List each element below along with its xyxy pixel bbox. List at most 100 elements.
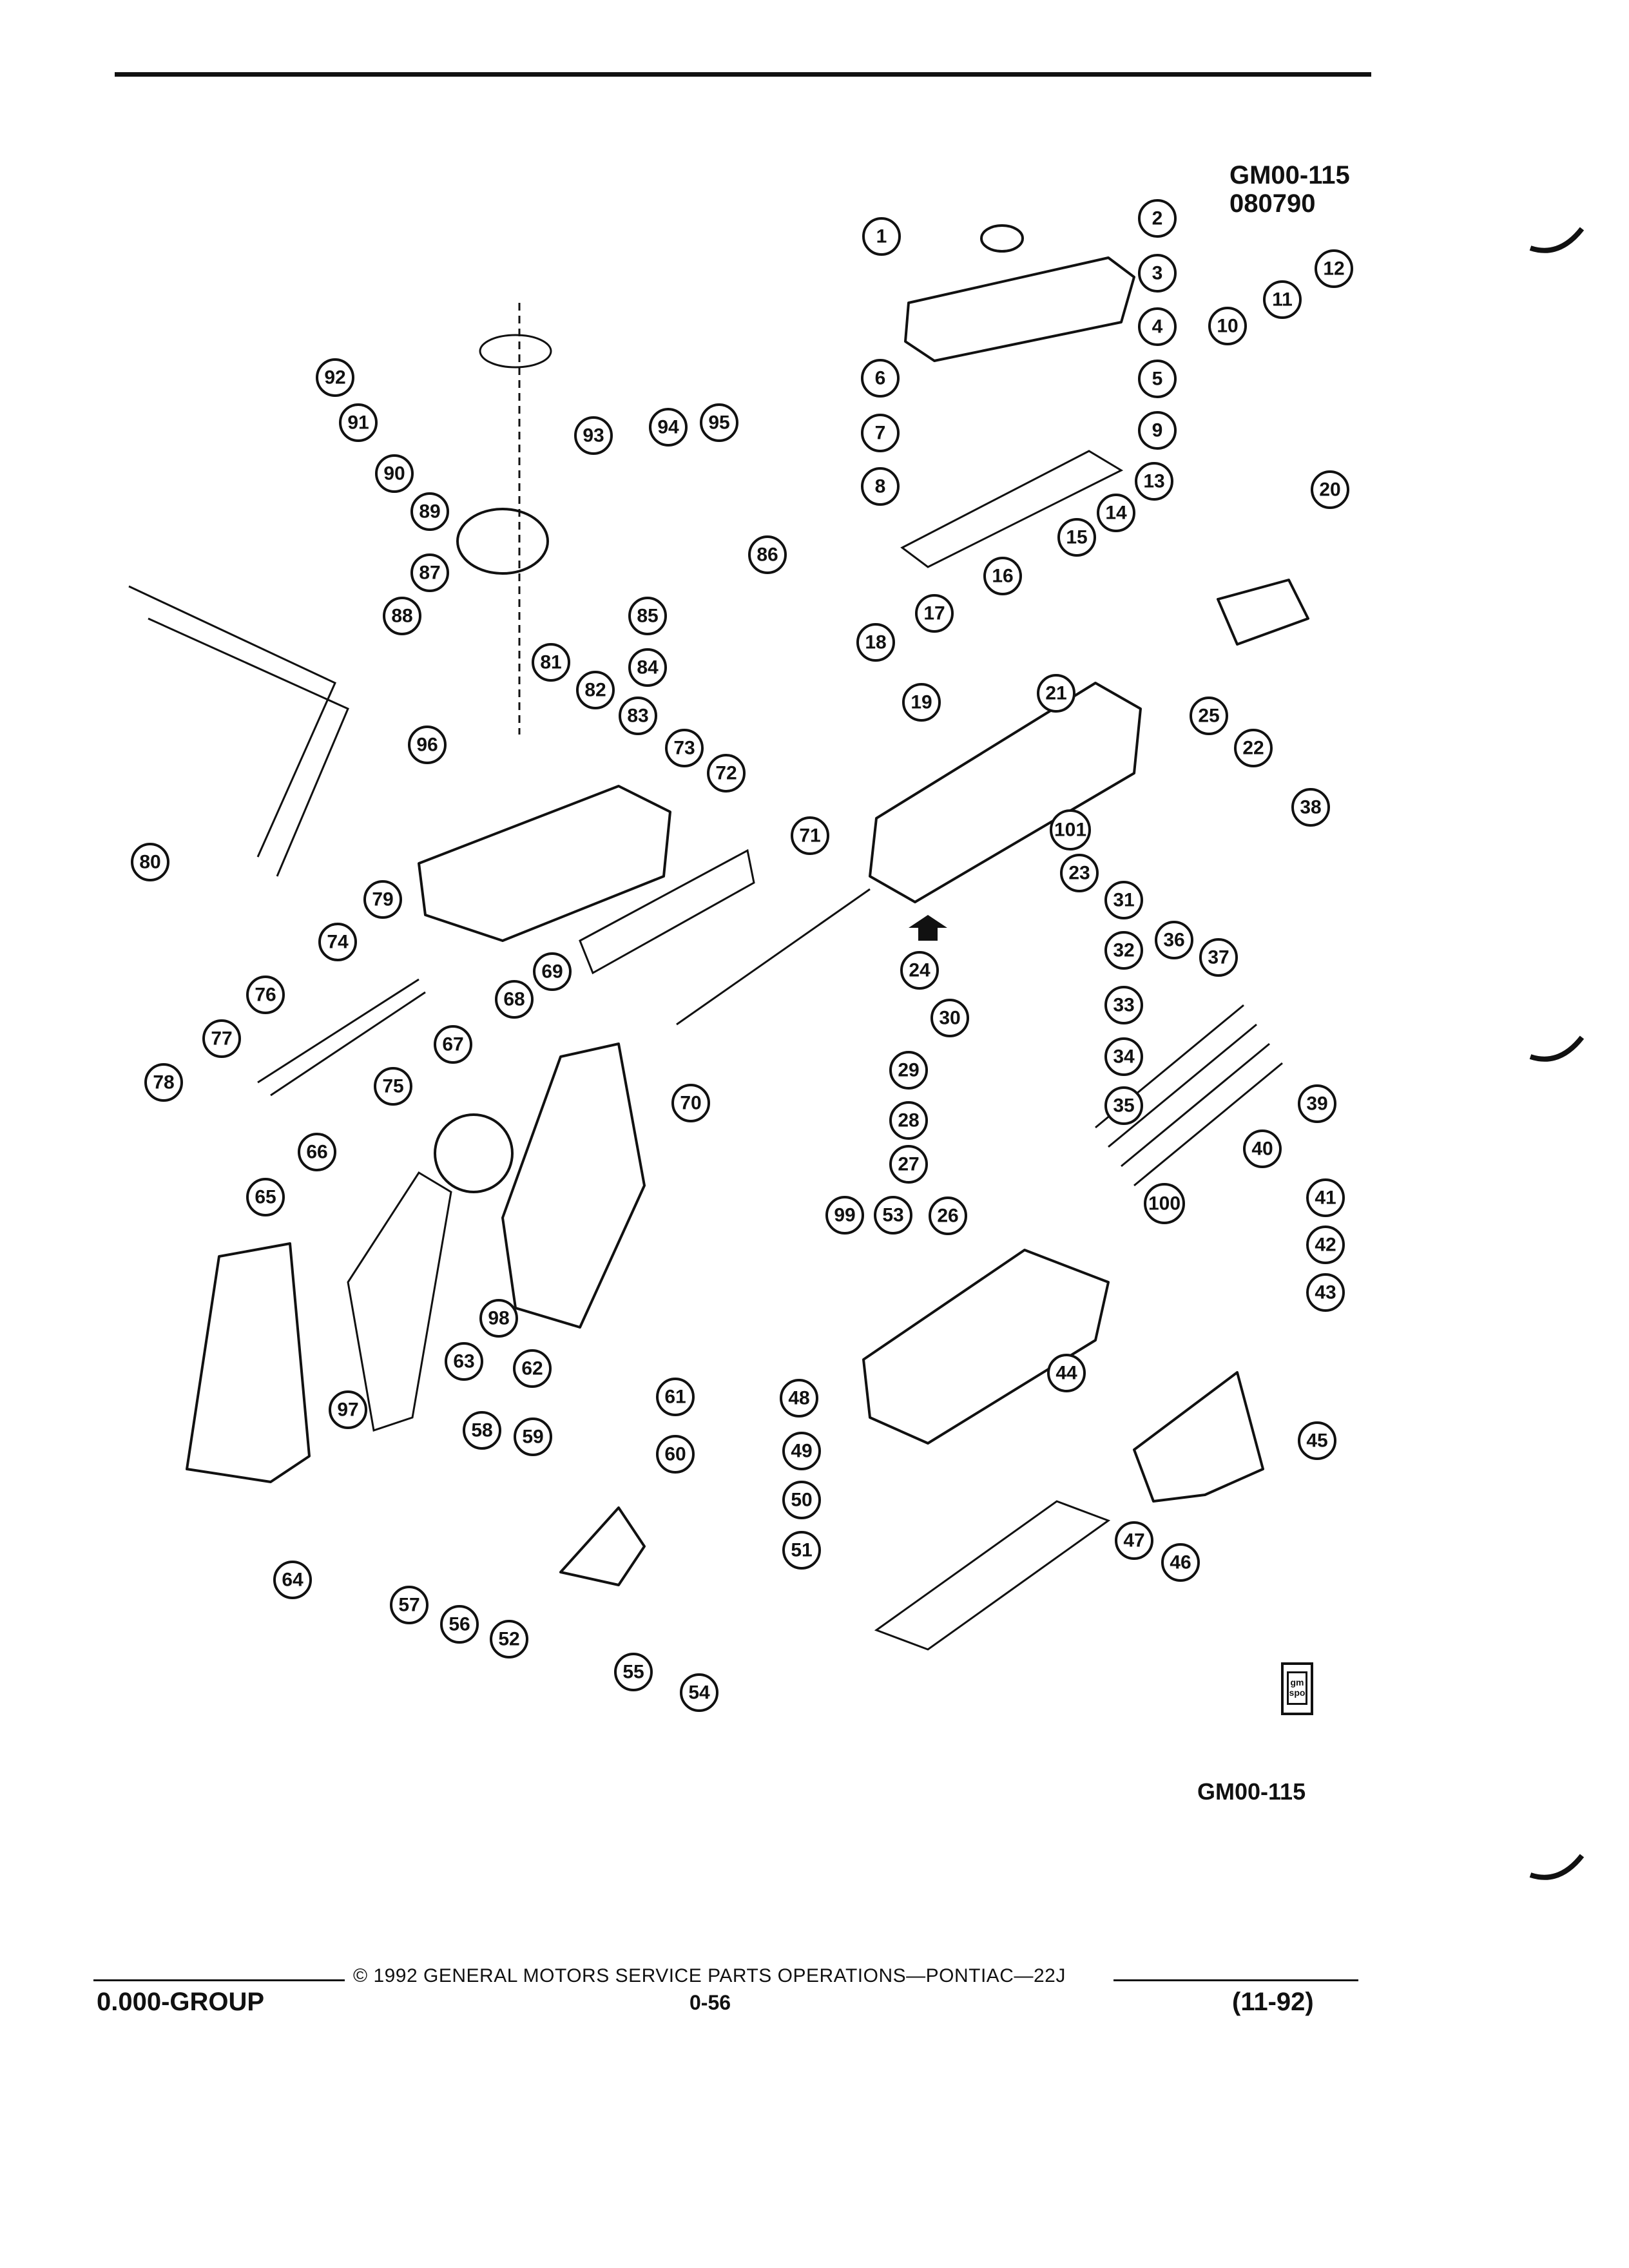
callout-circle — [1138, 307, 1177, 346]
callout-label: 59 — [522, 1427, 543, 1448]
callout-label: 14 — [1105, 503, 1127, 524]
oil-filler-cap — [980, 224, 1024, 253]
callout-label: 41 — [1315, 1187, 1336, 1209]
callout-label: 46 — [1170, 1552, 1191, 1573]
callout-label: 10 — [1217, 316, 1238, 337]
callout-label: 15 — [1066, 527, 1087, 548]
callout-circle — [1057, 518, 1096, 557]
callout-label: 21 — [1045, 683, 1066, 704]
callout-label: 33 — [1113, 995, 1134, 1016]
callout-circle — [316, 358, 354, 397]
callout-label: 51 — [791, 1540, 812, 1561]
intake-gasket — [579, 849, 755, 975]
callout-label: 58 — [471, 1420, 492, 1441]
callout-label: 65 — [255, 1187, 276, 1208]
callout-48: 48 — [780, 1379, 818, 1418]
callout-circle — [614, 1653, 653, 1691]
figure-reference: GM00-115 080790 — [1229, 161, 1350, 218]
callout-label: 73 — [673, 738, 695, 759]
callout-3: 3 — [1138, 254, 1177, 293]
callout-circle — [246, 1178, 285, 1216]
footer-copyright: © 1992 GENERAL MOTORS SERVICE PARTS OPER… — [353, 1965, 1066, 1986]
callout-circle — [479, 1299, 518, 1338]
callout-88: 88 — [383, 597, 421, 635]
callout-label: 1 — [876, 226, 887, 247]
callout-28: 28 — [889, 1101, 928, 1140]
callout-circle — [656, 1378, 695, 1416]
callout-24: 24 — [900, 951, 939, 990]
callout-label: 40 — [1251, 1139, 1273, 1160]
callout-57: 57 — [390, 1586, 429, 1624]
callout-circle — [273, 1561, 312, 1599]
callout-circle — [902, 683, 941, 722]
callout-circle — [318, 923, 357, 961]
callout-circle — [619, 697, 657, 735]
callout-label: 4 — [1152, 316, 1163, 338]
callout-label: 68 — [503, 989, 525, 1010]
callout-circle — [390, 1586, 429, 1624]
margin-mark-1 — [1529, 227, 1585, 253]
callout-65: 65 — [246, 1178, 285, 1216]
callout-circle — [782, 1531, 821, 1570]
callout-label: 13 — [1143, 471, 1164, 492]
callout-46: 46 — [1161, 1543, 1200, 1582]
callout-circle — [513, 1349, 552, 1388]
callout-circle — [1306, 1178, 1345, 1217]
callout-42: 42 — [1306, 1225, 1345, 1264]
callout-circle — [445, 1342, 483, 1381]
callout-label: 54 — [688, 1682, 710, 1704]
callout-89: 89 — [410, 492, 449, 531]
callout-label: 95 — [708, 412, 729, 434]
callout-label: 100 — [1148, 1193, 1181, 1215]
callout-label: 83 — [627, 706, 648, 727]
callout-circle — [434, 1025, 472, 1064]
callout-label: 16 — [992, 566, 1013, 587]
callout-75: 75 — [374, 1067, 412, 1106]
callout-circle — [1104, 1037, 1143, 1076]
callout-label: 48 — [788, 1388, 809, 1409]
callout-label: 36 — [1163, 930, 1184, 951]
callout-circle — [1138, 254, 1177, 293]
callout-38: 38 — [1291, 788, 1330, 827]
callout-84: 84 — [628, 648, 667, 687]
callout-31: 31 — [1104, 881, 1143, 919]
callout-73: 73 — [665, 729, 704, 767]
callout-circle — [656, 1435, 695, 1474]
callout-74: 74 — [318, 923, 357, 961]
callout-label: 99 — [834, 1205, 855, 1226]
callout-circle — [298, 1133, 336, 1171]
callout-circle — [1104, 881, 1143, 919]
callout-label: 52 — [498, 1629, 519, 1650]
callout-51: 51 — [782, 1531, 821, 1570]
distributor — [1217, 579, 1309, 646]
timing-belt — [347, 1171, 452, 1432]
callout-1: 1 — [862, 217, 901, 256]
heater-hose — [257, 978, 426, 1097]
callout-label: 78 — [153, 1072, 174, 1093]
callout-22: 22 — [1234, 729, 1273, 767]
callout-11: 11 — [1263, 280, 1302, 319]
callout-circle — [1306, 1273, 1345, 1312]
callout-7: 7 — [861, 414, 900, 452]
callout-29: 29 — [889, 1051, 928, 1090]
callout-circle — [408, 726, 447, 764]
callout-20: 20 — [1311, 470, 1349, 509]
callout-98: 98 — [479, 1299, 518, 1338]
callout-71: 71 — [791, 816, 829, 855]
callout-circle — [1208, 307, 1247, 345]
callout-circle — [825, 1196, 864, 1235]
callout-30: 30 — [930, 999, 969, 1037]
callout-circle — [495, 980, 534, 1019]
callout-circle — [576, 671, 615, 709]
callout-77: 77 — [202, 1019, 241, 1058]
callout-circle — [1291, 788, 1330, 827]
callout-label: 55 — [622, 1662, 644, 1683]
callout-circle — [782, 1432, 821, 1470]
callout-label: 25 — [1198, 706, 1219, 727]
callout-40: 40 — [1243, 1129, 1282, 1168]
callout-label: 87 — [419, 562, 440, 584]
callout-circle — [782, 1481, 821, 1519]
callout-86: 86 — [748, 535, 787, 574]
exhaust-manifold — [1133, 1371, 1264, 1503]
